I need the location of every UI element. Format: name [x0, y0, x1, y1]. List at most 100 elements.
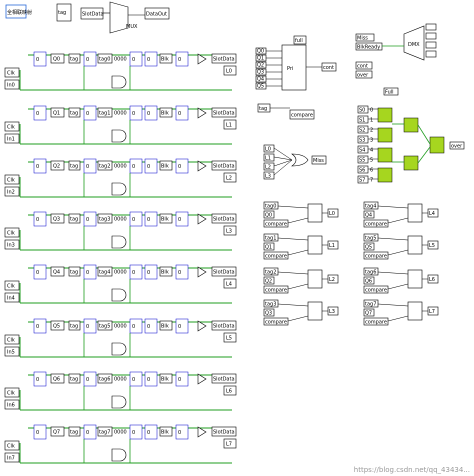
l-out-box-6[interactable]	[223, 385, 237, 396]
tagreg-box-6[interactable]	[97, 373, 113, 384]
l-out-box-1[interactable]	[223, 119, 237, 130]
unit-compare-input[interactable]	[363, 317, 389, 326]
blk-box-5[interactable]	[159, 320, 173, 331]
unit-tag-input[interactable]	[363, 233, 379, 242]
unit-output[interactable]	[427, 274, 439, 284]
unit-compare-input[interactable]	[263, 219, 289, 228]
slotdata-box-6[interactable]	[211, 373, 237, 384]
slotdata-box-2[interactable]	[211, 160, 237, 171]
dmx-output-2[interactable]	[425, 41, 437, 49]
slotdata-box-4[interactable]	[211, 266, 237, 277]
unit-q-input[interactable]	[263, 308, 275, 317]
miss-input-2[interactable]	[263, 162, 275, 171]
l-out-box-5[interactable]	[223, 332, 237, 343]
dmx-output-3[interactable]	[425, 50, 437, 58]
tagreg-box-7[interactable]	[97, 426, 113, 437]
unit-output[interactable]	[427, 240, 439, 250]
lru-input-6[interactable]	[357, 165, 369, 174]
lru-input-1[interactable]	[357, 115, 369, 124]
in-input-4[interactable]	[4, 292, 20, 303]
unit-q-input[interactable]	[263, 276, 275, 285]
l-out-box-7[interactable]	[223, 438, 237, 449]
tag-input-5[interactable]	[68, 320, 81, 331]
l-out-box-3[interactable]	[223, 225, 237, 236]
tagreg-box-5[interactable]	[97, 320, 113, 331]
tagreg-box-4[interactable]	[97, 266, 113, 277]
title-box[interactable]	[5, 4, 27, 19]
clk-input-4[interactable]	[4, 280, 20, 291]
tag-input-4[interactable]	[68, 266, 81, 277]
dmx-output-1[interactable]	[425, 32, 437, 40]
unit-q-input[interactable]	[263, 242, 275, 251]
lru-input-2[interactable]	[357, 125, 369, 134]
unit-tag-input[interactable]	[363, 299, 379, 308]
unit-tag-input[interactable]	[363, 201, 379, 210]
unit-tag-input[interactable]	[263, 233, 279, 242]
q-box-7[interactable]	[50, 426, 65, 437]
blk-box-4[interactable]	[159, 266, 173, 277]
slotdata-box-7[interactable]	[211, 426, 237, 437]
dmx-miss-input[interactable]	[355, 33, 375, 42]
slotdata-box-1[interactable]	[211, 107, 237, 118]
l-out-box-2[interactable]	[223, 172, 237, 183]
q-box-6[interactable]	[50, 373, 65, 384]
in-input-7[interactable]	[4, 452, 20, 463]
clk-input-3[interactable]	[4, 227, 20, 238]
in-input-2[interactable]	[4, 186, 20, 197]
l-out-box-0[interactable]	[223, 65, 237, 76]
unit-output[interactable]	[327, 306, 339, 316]
blk-box-0[interactable]	[159, 53, 173, 64]
full-output[interactable]	[293, 35, 307, 45]
in-input-0[interactable]	[4, 79, 20, 90]
dmx-output-0[interactable]	[425, 23, 437, 31]
in-input-5[interactable]	[4, 346, 20, 357]
tag-input-6[interactable]	[68, 373, 81, 384]
clk-input-7[interactable]	[4, 440, 20, 451]
blk-box-6[interactable]	[159, 373, 173, 384]
blk-box-7[interactable]	[159, 426, 173, 437]
slotdata-box-3[interactable]	[211, 213, 237, 224]
tagreg-box-1[interactable]	[97, 107, 113, 118]
header-slotdata-box[interactable]	[80, 7, 104, 20]
unit-compare-input[interactable]	[363, 251, 389, 260]
header-tag-box[interactable]	[56, 3, 72, 22]
tag-input-1[interactable]	[68, 107, 81, 118]
miss-input-3[interactable]	[263, 171, 275, 180]
miss-input-0[interactable]	[263, 144, 275, 153]
lru-input-3[interactable]	[357, 135, 369, 144]
unit-output[interactable]	[427, 208, 439, 218]
unit-compare-input[interactable]	[363, 285, 389, 294]
blk-box-2[interactable]	[159, 160, 173, 171]
clk-input-5[interactable]	[4, 334, 20, 345]
tag-input-7[interactable]	[68, 426, 81, 437]
unit-compare-input[interactable]	[263, 251, 289, 260]
unit-output[interactable]	[327, 274, 339, 284]
dmx-blkready-input[interactable]	[355, 42, 383, 51]
unit-output[interactable]	[427, 306, 439, 316]
miss-output[interactable]	[311, 155, 327, 165]
clk-input-6[interactable]	[4, 387, 20, 398]
in-input-3[interactable]	[4, 239, 20, 250]
tagreg-box-2[interactable]	[97, 160, 113, 171]
dmx-over-input[interactable]	[355, 70, 373, 79]
blk-box-3[interactable]	[159, 213, 173, 224]
unit-compare-input[interactable]	[363, 219, 389, 228]
tag-input-2[interactable]	[68, 160, 81, 171]
slotdata-box-0[interactable]	[211, 53, 237, 64]
unit-q-input[interactable]	[363, 210, 375, 219]
unit-tag-input[interactable]	[263, 201, 279, 210]
in-input-6[interactable]	[4, 399, 20, 410]
q-box-1[interactable]	[50, 107, 65, 118]
unit-tag-input[interactable]	[363, 267, 379, 276]
l-out-box-4[interactable]	[223, 278, 237, 289]
unit-compare-input[interactable]	[263, 285, 289, 294]
clk-input-2[interactable]	[4, 174, 20, 185]
unit-tag-input[interactable]	[263, 267, 279, 276]
unit-tag-input[interactable]	[263, 299, 279, 308]
slotdata-box-5[interactable]	[211, 320, 237, 331]
unit-q-input[interactable]	[363, 242, 375, 251]
unit-output[interactable]	[327, 208, 339, 218]
lru-input-4[interactable]	[357, 145, 369, 154]
clk-input-1[interactable]	[4, 121, 20, 132]
unit-compare-input[interactable]	[263, 317, 289, 326]
